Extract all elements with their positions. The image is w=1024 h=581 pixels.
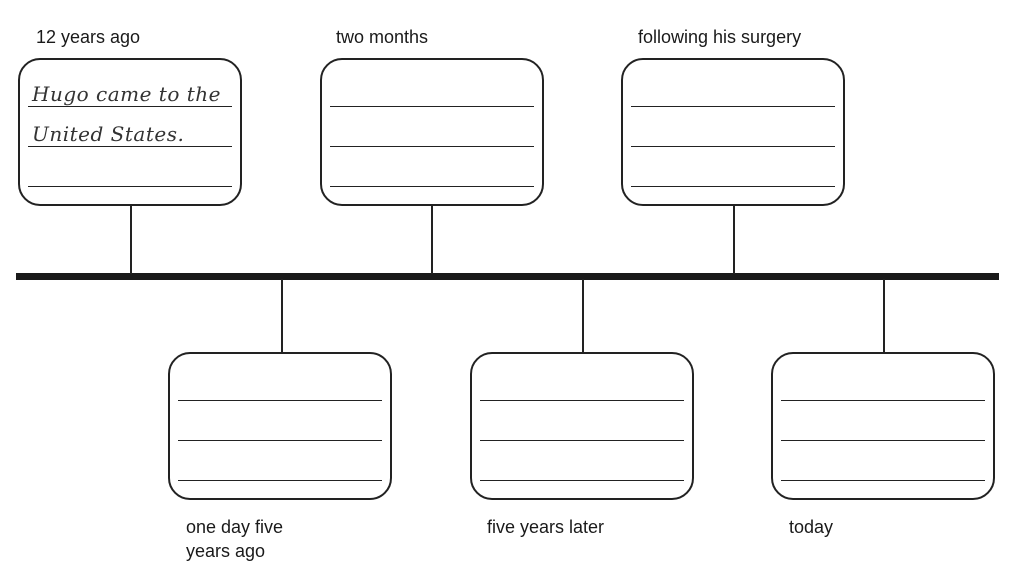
answer-line [28, 106, 232, 107]
event-box-one-day-five-years-ago [168, 352, 392, 500]
answer-line-1-text: Hugo came to the [32, 82, 221, 106]
connector-five-years-later [582, 279, 584, 353]
event-box-following-his-surgery [621, 58, 845, 206]
answer-line [330, 106, 534, 107]
answer-line [631, 186, 835, 187]
answer-line [178, 440, 382, 441]
event-box-five-years-later [470, 352, 694, 500]
answer-line [781, 480, 985, 481]
answer-line [480, 480, 684, 481]
event-box-today [771, 352, 995, 500]
answer-line [631, 106, 835, 107]
answer-line [480, 440, 684, 441]
event-label-one-day-five-years-ago: one day five years ago [186, 517, 284, 561]
answer-line [28, 146, 232, 147]
answer-line [330, 146, 534, 147]
answer-line [28, 186, 232, 187]
answer-line [631, 146, 835, 147]
answer-line [781, 400, 985, 401]
event-box-12-years-ago: Hugo came to the United States. [18, 58, 242, 206]
connector-following-his-surgery [733, 206, 735, 274]
event-label-12-years-ago: 12 years ago [36, 27, 141, 47]
connector-today [883, 279, 885, 353]
answer-line [781, 440, 985, 441]
event-box-two-months [320, 58, 544, 206]
answer-line [330, 186, 534, 187]
timeline-axis [16, 273, 999, 280]
connector-two-months [431, 206, 433, 274]
event-label-two-months: two months [336, 27, 429, 47]
connector-one-day-five-years-ago [281, 279, 283, 353]
answer-line [480, 400, 684, 401]
event-label-today: today [789, 517, 834, 537]
answer-line [178, 400, 382, 401]
event-label-following-his-surgery: following his surgery [638, 27, 802, 47]
event-label-five-years-later: five years later [487, 517, 605, 537]
answer-line [178, 480, 382, 481]
answer-line-2-text: United States. [32, 122, 185, 146]
connector-12-years-ago [130, 206, 132, 274]
